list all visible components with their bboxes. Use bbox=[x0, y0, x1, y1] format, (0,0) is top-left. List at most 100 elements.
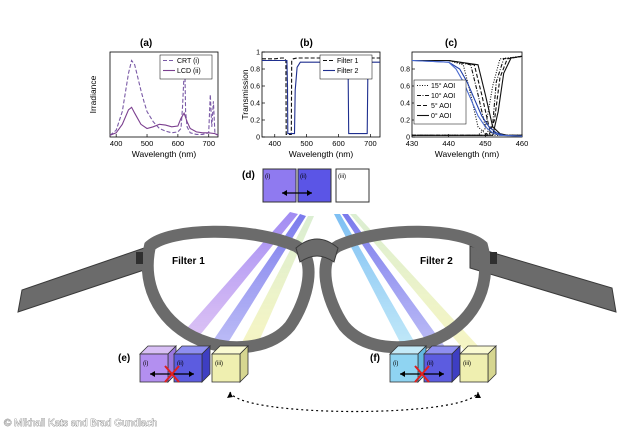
x-tick-label: 500 bbox=[141, 139, 154, 148]
beam-left-i bbox=[180, 212, 298, 340]
x-tick-label: 400 bbox=[268, 139, 281, 148]
filter-1-label: Filter 1 bbox=[172, 256, 205, 267]
series-line bbox=[411, 59, 523, 137]
series-line bbox=[411, 59, 523, 137]
panel-label: (c) bbox=[445, 38, 457, 49]
right-temple bbox=[469, 245, 617, 313]
cube-f-iii-label: (iii) bbox=[463, 361, 471, 367]
cube-f-ii-label: (ii) bbox=[427, 361, 434, 367]
plot-frame bbox=[261, 51, 381, 138]
legend-entry: 10° AOI bbox=[431, 92, 455, 100]
x-tick-label: 450 bbox=[479, 139, 492, 148]
swatch-iii-label: (iii) bbox=[338, 174, 346, 180]
legend-entry: CRT (i) bbox=[177, 58, 199, 65]
y-tick-label: 0.8 bbox=[250, 67, 260, 74]
panel-label: (b) bbox=[300, 38, 313, 49]
panel-f: (f) (i) (ii) (iii) bbox=[370, 345, 497, 383]
legend-entry: Filter 1 bbox=[337, 58, 359, 65]
panel-d: (d) (i) (ii) (iii) bbox=[242, 168, 370, 203]
cube-e-iii: (iii) bbox=[211, 345, 249, 383]
panel-e: (e) (i) (ii) (iii) bbox=[118, 345, 249, 383]
y-tick-label: 0.2 bbox=[400, 118, 410, 125]
legend-entry: Filter 2 bbox=[337, 68, 359, 75]
x-tick-label: 460 bbox=[516, 139, 529, 148]
right-hinge-icon bbox=[490, 252, 497, 264]
plot-frame bbox=[411, 51, 523, 138]
connector-arrow-heads bbox=[227, 392, 481, 398]
x-tick-label: 400 bbox=[110, 139, 123, 148]
swatch-iii bbox=[335, 168, 370, 203]
y-tick-label: 0.6 bbox=[400, 84, 410, 91]
x-tick-label: 600 bbox=[172, 139, 185, 148]
filter-2-label: Filter 2 bbox=[420, 256, 453, 267]
swatch-ii bbox=[297, 168, 332, 203]
legend-entry: LCD (ii) bbox=[177, 68, 201, 75]
y-tick-label: 0.4 bbox=[400, 101, 410, 108]
panel-e-label: (e) bbox=[118, 353, 130, 364]
x-tick-label: 600 bbox=[332, 139, 345, 148]
left-hinge-icon bbox=[136, 252, 143, 264]
eyeglasses: Filter 1 Filter 2 bbox=[17, 225, 617, 354]
x-tick-label: 440 bbox=[442, 139, 455, 148]
y-tick-label: 0.8 bbox=[400, 67, 410, 74]
cube-e-ii: (ii) bbox=[173, 345, 211, 383]
legend-box bbox=[413, 79, 467, 125]
series-line bbox=[412, 55, 523, 136]
y-axis-label: Irradiance bbox=[88, 75, 98, 113]
series-line bbox=[109, 106, 219, 136]
left-lens-rim bbox=[141, 225, 315, 354]
y-tick-label: 0.4 bbox=[250, 101, 260, 108]
x-tick-label: 700 bbox=[364, 139, 377, 148]
x-tick-label: 430 bbox=[406, 139, 419, 148]
beam-right-iii bbox=[350, 214, 478, 350]
cube-f-x-mark-icon bbox=[414, 365, 430, 383]
swatch-ii-label: (ii) bbox=[300, 174, 307, 180]
cube-e-iii-label: (iii) bbox=[215, 361, 223, 367]
x-tick-label: 500 bbox=[300, 139, 313, 148]
left-temple bbox=[17, 245, 151, 313]
cube-f-i: (i) bbox=[389, 345, 427, 383]
panel-f-label: (f) bbox=[370, 353, 380, 364]
legend-box bbox=[319, 54, 373, 80]
series-line bbox=[412, 55, 523, 136]
credit-text: © Mikhail Kats and Brad Gundlach bbox=[4, 418, 157, 429]
x-axis-label: Wavelength (nm) bbox=[435, 149, 500, 159]
x-tick-label: 700 bbox=[202, 139, 215, 148]
legend-box bbox=[159, 54, 213, 80]
x-axis-label: Wavelength (nm) bbox=[132, 149, 197, 159]
cube-e-x-mark-icon bbox=[164, 365, 180, 383]
legend-entry: 5° AOI bbox=[431, 102, 451, 110]
series-line bbox=[262, 59, 380, 135]
swatch-i-label: (i) bbox=[265, 174, 270, 180]
panel-d-label: (d) bbox=[242, 170, 255, 181]
cube-e-arrow-heads bbox=[150, 371, 194, 377]
y-axis-label: Transmission bbox=[240, 69, 250, 119]
y-tick-label: 0 bbox=[256, 135, 260, 142]
series-line bbox=[412, 59, 522, 136]
x-axis-label: Wavelength (nm) bbox=[289, 149, 354, 159]
cube-e-i-label: (i) bbox=[143, 361, 148, 367]
y-tick-label: 0.6 bbox=[250, 84, 260, 91]
cube-f-arrow-heads bbox=[400, 371, 444, 377]
beam-right-i bbox=[334, 214, 418, 350]
legend-entry: 0° AOI bbox=[431, 112, 451, 120]
cube-e-ii-label: (ii) bbox=[177, 361, 184, 367]
cube-f-iii: (iii) bbox=[459, 345, 497, 383]
dotted-connector-arc bbox=[229, 391, 479, 413]
bridge bbox=[295, 238, 339, 263]
plot-frame bbox=[109, 51, 219, 138]
cube-f-ii: (ii) bbox=[423, 345, 461, 383]
swatch-i bbox=[262, 168, 297, 203]
y-tick-label: 1 bbox=[256, 50, 260, 57]
right-lens-rim bbox=[319, 225, 492, 354]
y-tick-label: 0 bbox=[406, 135, 410, 142]
series-line bbox=[412, 55, 523, 136]
cube-f-i-label: (i) bbox=[393, 361, 398, 367]
legend-entry: 15° AOI bbox=[431, 82, 455, 90]
beam-right-ii bbox=[342, 214, 446, 350]
